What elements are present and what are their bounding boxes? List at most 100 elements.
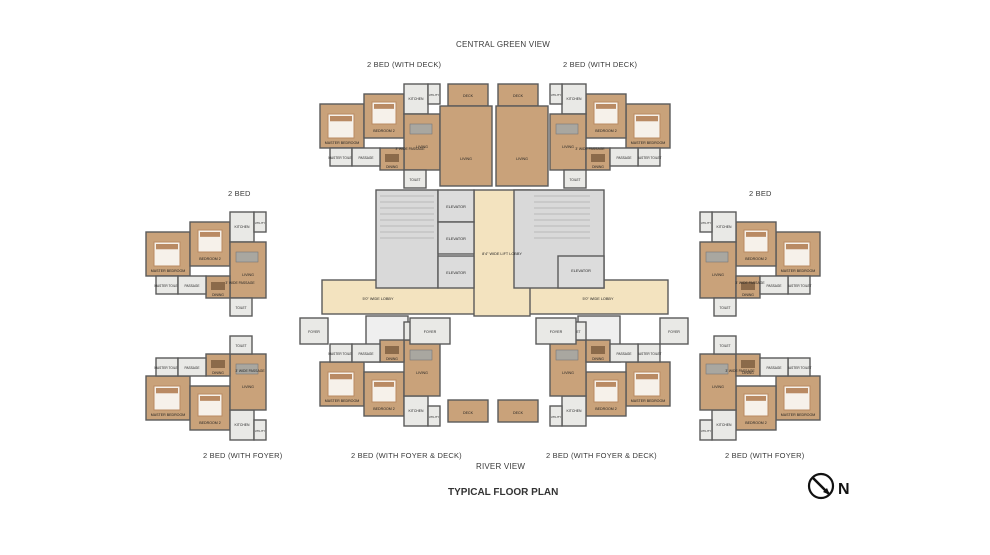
pillow-icon: [200, 396, 220, 401]
lobby-label: 5'0" WIDE LOBBY: [583, 297, 614, 301]
passage: [759, 357, 789, 377]
room-label: LIVING: [242, 385, 254, 389]
dining-table-icon: [211, 360, 225, 368]
toilet: [229, 335, 253, 355]
living: [439, 105, 493, 187]
room-label: DINING: [386, 165, 398, 169]
room-label: BEDROOM 2: [595, 407, 617, 411]
room-label: KITCHEN: [409, 409, 424, 413]
room-label: PASSAGE: [359, 352, 374, 356]
room-label: LIVING: [712, 385, 724, 389]
room-label: BEDROOM 2: [745, 421, 767, 425]
living: [229, 241, 267, 299]
room-label: 3' WIDE PASSAGE: [235, 369, 265, 373]
toilet: [713, 335, 737, 355]
pillow-icon: [596, 104, 616, 109]
room-label: MASTER BEDROOM: [631, 399, 666, 403]
room-label: UTILITY: [551, 93, 562, 97]
room-label: UTILITY: [429, 93, 440, 97]
kitchen: [561, 395, 587, 427]
pillow-icon: [636, 374, 658, 380]
room-label: FOYER: [308, 330, 320, 334]
deck: [497, 399, 539, 423]
room-label: DECK: [463, 94, 474, 98]
plan-title: TYPICAL FLOOR PLAN: [448, 487, 559, 498]
room-label: MASTER BEDROOM: [325, 141, 360, 145]
room-label: LIVING: [562, 145, 574, 149]
sofa-icon: [555, 349, 579, 361]
room-label: DINING: [212, 371, 224, 375]
dining-table-icon: [591, 154, 605, 162]
room-label: MASTER TOILET: [328, 156, 353, 160]
room-label: PASSAGE: [185, 284, 200, 288]
room-label: MASTER TOILET: [154, 366, 179, 370]
unit-label-bottom-mid-right: 2 BED (WITH FOYER & DECK): [546, 451, 657, 460]
sofa-icon: [705, 251, 729, 263]
room-label: PASSAGE: [767, 366, 782, 370]
room-label: LIVING: [416, 145, 428, 149]
living: [549, 113, 587, 171]
living: [403, 339, 441, 397]
room-label: 3' WIDE PASSAGE: [735, 281, 765, 285]
bottom-view-label: RIVER VIEW: [476, 462, 526, 471]
room-label: KITCHEN: [235, 423, 250, 427]
room-label: DECK: [513, 94, 524, 98]
passage: [177, 275, 207, 295]
sofa-icon: [555, 123, 579, 135]
living: [495, 105, 549, 187]
room-label: DECK: [463, 411, 474, 415]
toilet: [713, 297, 737, 317]
living: [549, 339, 587, 397]
utility: [549, 83, 563, 105]
room-label: MASTER BEDROOM: [151, 269, 186, 273]
room-label: DINING: [386, 357, 398, 361]
foyer: [659, 317, 689, 345]
room-label: TOILET: [235, 306, 246, 310]
unit-label-left-upper: 2 BED: [228, 189, 251, 198]
room-label: UTILITY: [551, 415, 562, 419]
pillow-icon: [786, 244, 808, 250]
room-label: UTILITY: [429, 415, 440, 419]
room-label: 3' WIDE PASSAGE: [725, 369, 755, 373]
room-label: DINING: [212, 293, 224, 297]
utility: [549, 405, 563, 427]
unit-label-top-right: 2 BED (WITH DECK): [563, 60, 638, 69]
bedroom-2: [585, 371, 627, 417]
elevator-label: ELEVATOR: [571, 269, 591, 273]
foyer: [535, 317, 577, 345]
unit-label-right-upper: 2 BED: [749, 189, 772, 198]
room-label: LIVING: [516, 157, 528, 161]
pillow-icon: [374, 382, 394, 387]
room-label: BEDROOM 2: [745, 257, 767, 261]
room-label: MASTER TOILET: [786, 366, 811, 370]
sofa-icon: [409, 123, 433, 135]
passage: [351, 343, 381, 363]
room-label: BEDROOM 2: [373, 407, 395, 411]
room-label: DECK: [513, 411, 524, 415]
room-label: PASSAGE: [617, 352, 632, 356]
sofa-icon: [235, 363, 259, 375]
pillow-icon: [596, 382, 616, 387]
elevator-label: ELEVATOR: [446, 237, 466, 241]
dining-table-icon: [591, 346, 605, 354]
room-label: MASTER TOILET: [328, 352, 353, 356]
room-label: FOYER: [424, 330, 437, 334]
room-label: KITCHEN: [717, 423, 732, 427]
room-label: TOILET: [235, 344, 246, 348]
foyer: [299, 317, 329, 345]
utility: [699, 419, 713, 441]
lift-lobby-label: 8'4" WIDE LIFT LOBBY: [482, 252, 522, 256]
room-label: UTILITY: [701, 221, 712, 225]
passage: [177, 357, 207, 377]
room-label: PASSAGE: [617, 156, 632, 160]
utility: [427, 83, 441, 105]
pillow-icon: [374, 104, 394, 109]
room-label: MASTER TOILET: [786, 284, 811, 288]
pillow-icon: [786, 388, 808, 394]
room-label: KITCHEN: [717, 225, 732, 229]
room-label: KITCHEN: [567, 409, 582, 413]
room-label: LIVING: [460, 157, 472, 161]
living: [229, 353, 267, 411]
